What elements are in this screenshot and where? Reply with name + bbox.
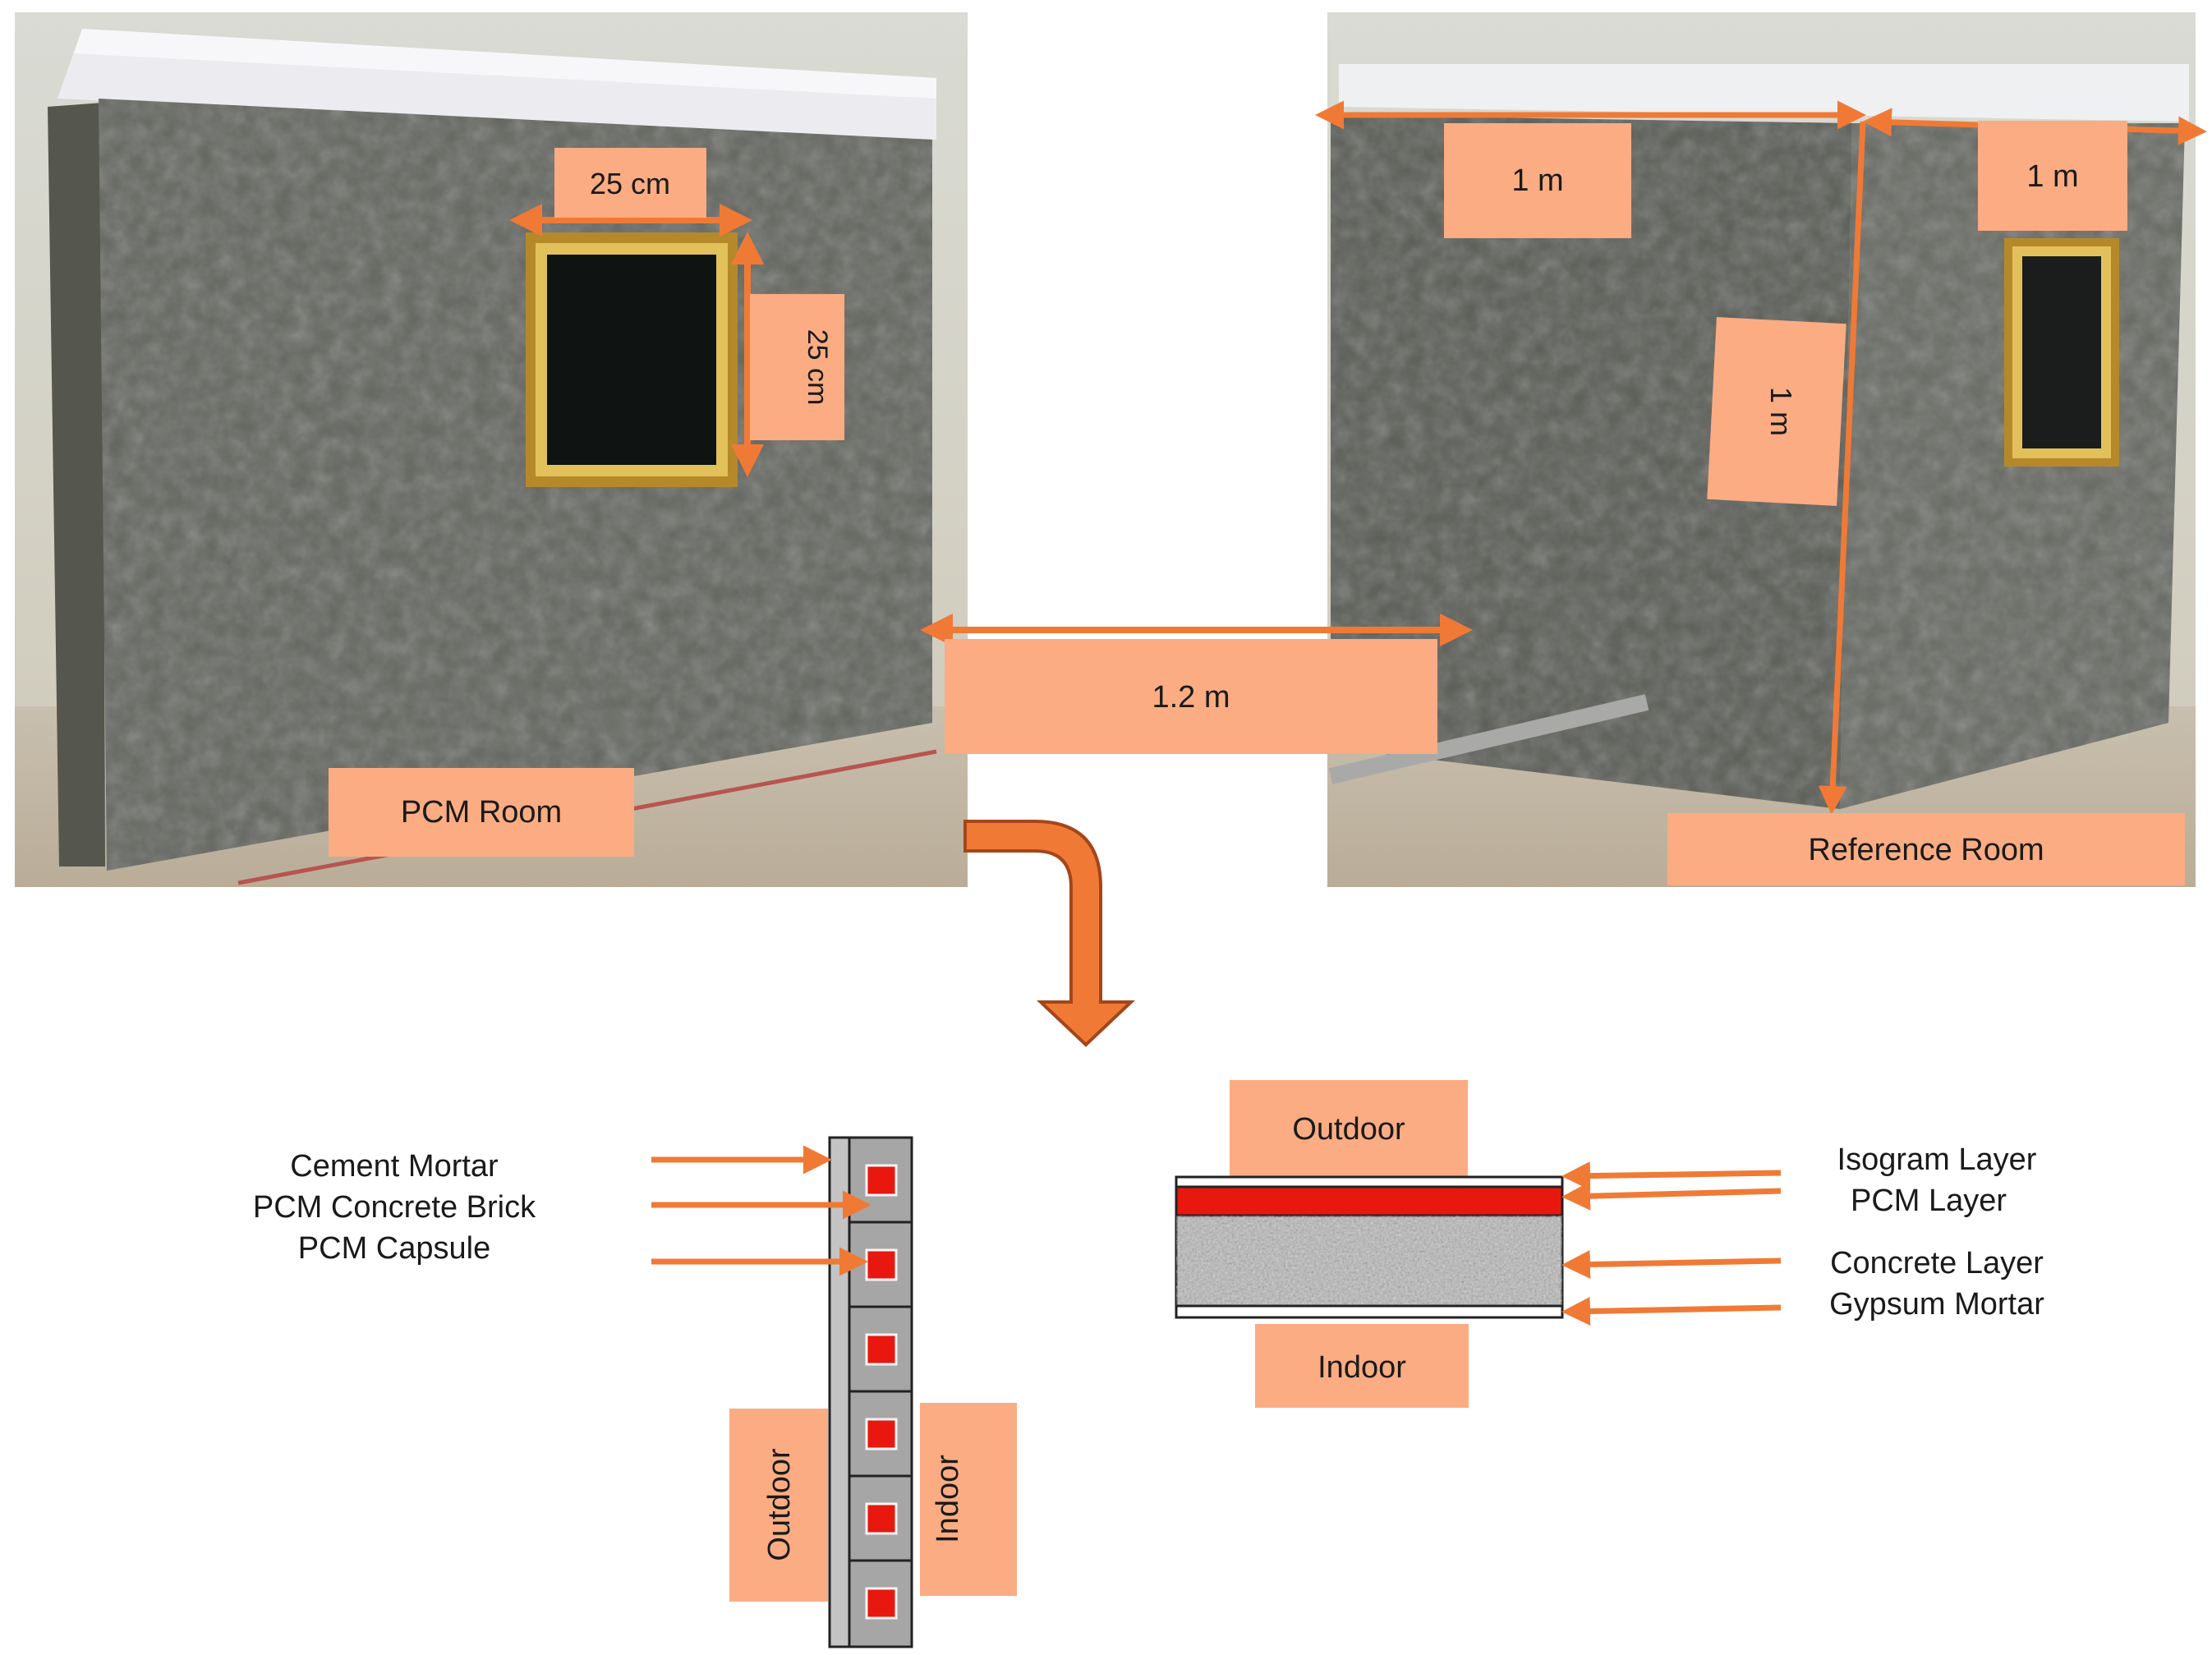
gypsum-mortar-layer	[1175, 1304, 1564, 1319]
brick-wall-section	[828, 1136, 913, 1648]
isogram-layer	[1175, 1175, 1564, 1188]
callout-isogram-layer: Isogram Layer	[1837, 1142, 2037, 1177]
callout-concrete-layer: Concrete Layer	[1830, 1246, 2044, 1280]
callout-cement-mortar: Cement Mortar	[290, 1149, 499, 1184]
window-glass	[547, 255, 716, 465]
flow-arrow	[963, 820, 1136, 1047]
width-dimension-label: 25 cm	[554, 148, 706, 218]
svg-text:25 cm: 25 cm	[590, 167, 670, 200]
svg-text:Outdoor: Outdoor	[1292, 1112, 1405, 1147]
pcm-capsules	[865, 1164, 898, 1620]
layered-wall-section	[1175, 1175, 1564, 1319]
reference-height-dimension-label: 1 m	[1707, 317, 1846, 506]
layer-callout-arrows	[1561, 1161, 1782, 1326]
callout-pcm-layer: PCM Layer	[1851, 1184, 2007, 1218]
svg-text:Indoor: Indoor	[931, 1455, 965, 1543]
reference-top-left-dimension-label: 1 m	[1444, 123, 1631, 238]
callout-pcm-concrete-brick: PCM Concrete Brick	[253, 1190, 536, 1225]
brick-divisions	[849, 1221, 912, 1562]
layered-outdoor-label: Outdoor	[1230, 1080, 1468, 1177]
brick-outdoor-label: Outdoor	[729, 1409, 828, 1602]
pcm-layer	[1175, 1185, 1564, 1217]
svg-text:Outdoor: Outdoor	[762, 1448, 797, 1561]
callout-pcm-capsule: PCM Capsule	[298, 1231, 490, 1266]
callout-gypsum-mortar: Gypsum Mortar	[1829, 1287, 2044, 1322]
svg-text:1.2 m: 1.2 m	[1152, 680, 1230, 715]
brick-callout-arrows	[651, 1145, 871, 1276]
layered-indoor-label: Indoor	[1255, 1324, 1469, 1408]
svg-text:Indoor: Indoor	[1318, 1350, 1406, 1385]
svg-text:Reference Room: Reference Room	[1808, 833, 2044, 867]
cement-mortar-strip	[828, 1136, 851, 1648]
svg-text:1 m: 1 m	[1764, 387, 1798, 436]
svg-text:25 cm: 25 cm	[802, 329, 833, 406]
reference-top-right-dimension-label: 1 m	[1978, 121, 2127, 231]
svg-text:PCM Room: PCM Room	[401, 795, 562, 830]
svg-text:1 m: 1 m	[1511, 163, 1563, 198]
window-glass	[2022, 256, 2101, 448]
brick-indoor-label: Indoor	[920, 1403, 1017, 1596]
gap-dimension-label: 1.2 m	[945, 639, 1437, 754]
height-dimension-label: 25 cm	[750, 294, 844, 440]
svg-text:1 m: 1 m	[2026, 159, 2078, 194]
reference-room-label: Reference Room	[1667, 813, 2185, 885]
pcm-room-photo	[15, 12, 968, 887]
pcm-room-label: PCM Room	[329, 768, 634, 857]
